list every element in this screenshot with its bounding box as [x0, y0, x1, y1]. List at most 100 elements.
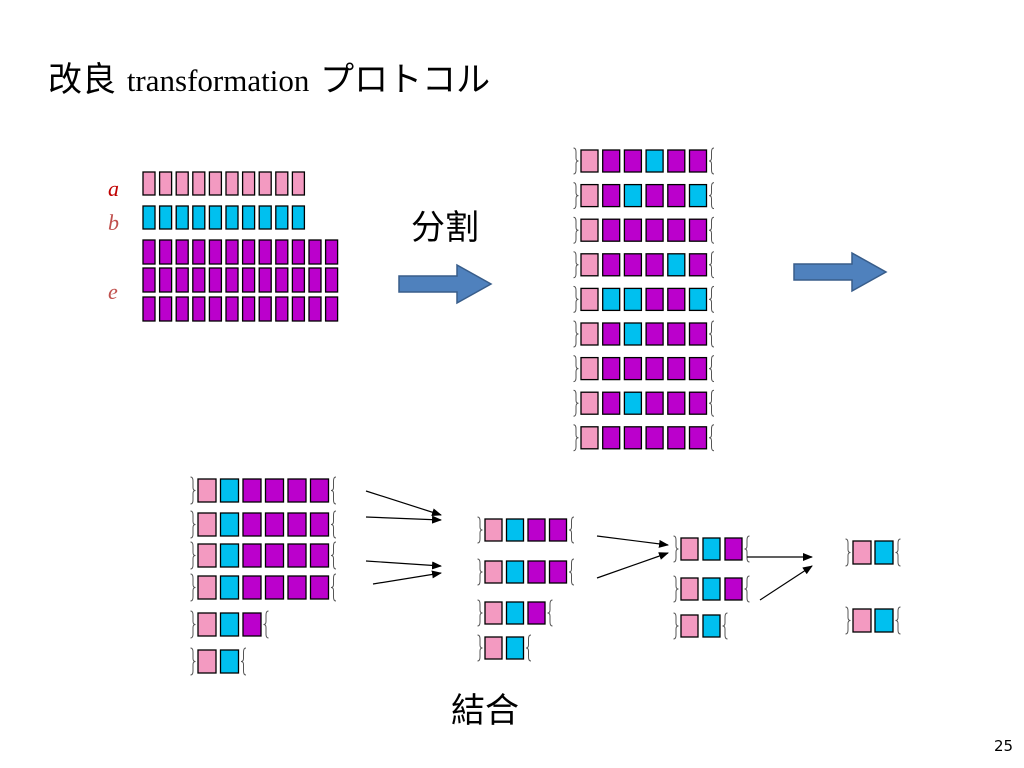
cell-e — [287, 575, 307, 600]
cell-e — [258, 239, 272, 265]
cell-b — [208, 205, 223, 230]
cell-a — [580, 426, 599, 450]
cell-e — [602, 183, 621, 208]
cell-e — [688, 149, 708, 173]
cell-e — [225, 267, 239, 293]
cell-e — [242, 543, 262, 568]
input-row-b — [142, 205, 306, 230]
cell-b — [874, 608, 894, 633]
cell-a — [175, 171, 189, 196]
left-brace — [573, 424, 579, 452]
right-brace — [263, 610, 269, 639]
cell-a — [580, 356, 599, 381]
cell-b — [623, 322, 643, 346]
cell-b — [241, 205, 256, 230]
cell-e — [275, 267, 289, 293]
cell-e — [158, 296, 173, 322]
cell-e — [324, 296, 339, 322]
cell-e — [688, 218, 708, 242]
cell-e — [688, 426, 708, 450]
cell-a — [197, 575, 217, 600]
cell-e — [602, 391, 621, 415]
right-brace — [895, 538, 901, 567]
cell-e — [275, 239, 289, 265]
cell-e — [688, 391, 708, 415]
left-brace — [477, 599, 483, 627]
split-row — [573, 424, 715, 452]
cell-e — [724, 537, 743, 561]
cell-e — [175, 267, 189, 293]
cell-e — [275, 296, 289, 322]
left-brace — [573, 182, 579, 210]
cell-a — [197, 543, 217, 568]
cell-b — [505, 636, 525, 660]
cell-e — [291, 296, 306, 322]
cell-e — [667, 426, 686, 450]
right-brace — [330, 510, 337, 539]
cell-e — [527, 560, 546, 584]
cell-a — [484, 518, 503, 542]
cell-e — [258, 267, 272, 293]
left-brace — [477, 516, 483, 544]
cell-a — [197, 612, 217, 637]
left-brace — [190, 541, 196, 570]
cell-b — [219, 575, 240, 600]
cell-e — [291, 239, 306, 265]
merge-stage1-row — [190, 647, 247, 676]
cell-e — [309, 478, 330, 503]
cell-a — [580, 183, 599, 208]
cell-e — [225, 239, 239, 265]
cell-a — [197, 512, 217, 537]
cell-a — [680, 577, 699, 601]
cell-b — [219, 543, 240, 568]
merge-stage1-row — [190, 476, 337, 505]
right-brace — [744, 535, 750, 563]
left-brace — [190, 476, 196, 505]
row-label-a: a — [108, 176, 119, 201]
cell-e — [667, 183, 686, 208]
cell-e — [688, 356, 708, 381]
cell-e — [287, 512, 307, 537]
cell-b — [688, 183, 708, 208]
cell-b — [258, 205, 272, 230]
title-jp-prefix: 改良 — [48, 60, 116, 100]
page-number: 25 — [994, 737, 1014, 755]
left-brace — [673, 535, 679, 563]
cell-b — [291, 205, 306, 230]
cell-e — [309, 543, 330, 568]
cell-e — [142, 267, 156, 293]
cell-e — [667, 356, 686, 381]
cell-a — [580, 149, 599, 173]
cell-a — [484, 601, 503, 625]
cell-e — [192, 267, 206, 293]
cell-e — [645, 183, 664, 208]
cell-e — [602, 322, 621, 346]
right-brace — [708, 355, 715, 383]
input-row-e — [142, 267, 339, 293]
cell-b — [192, 205, 206, 230]
cell-a — [258, 171, 272, 196]
cell-e — [309, 575, 330, 600]
cell-b — [623, 287, 643, 312]
merge-stage1-row — [190, 510, 337, 539]
row-label-e: e — [108, 279, 118, 304]
cell-b — [602, 287, 621, 312]
cell-e — [548, 518, 568, 542]
input-row-e — [142, 239, 339, 265]
cell-b — [275, 205, 289, 230]
cell-e — [623, 253, 643, 277]
left-brace — [845, 538, 851, 567]
cell-e — [645, 391, 664, 415]
cell-e — [308, 296, 322, 322]
right-brace — [330, 476, 337, 505]
merge-arrow — [759, 565, 813, 601]
merge-stage2-row — [477, 558, 575, 586]
split-row — [573, 320, 715, 348]
cell-e — [264, 543, 285, 568]
cell-e — [287, 478, 307, 503]
right-brace — [525, 634, 532, 662]
left-brace — [573, 389, 579, 417]
left-brace — [573, 251, 579, 279]
cell-e — [602, 218, 621, 242]
